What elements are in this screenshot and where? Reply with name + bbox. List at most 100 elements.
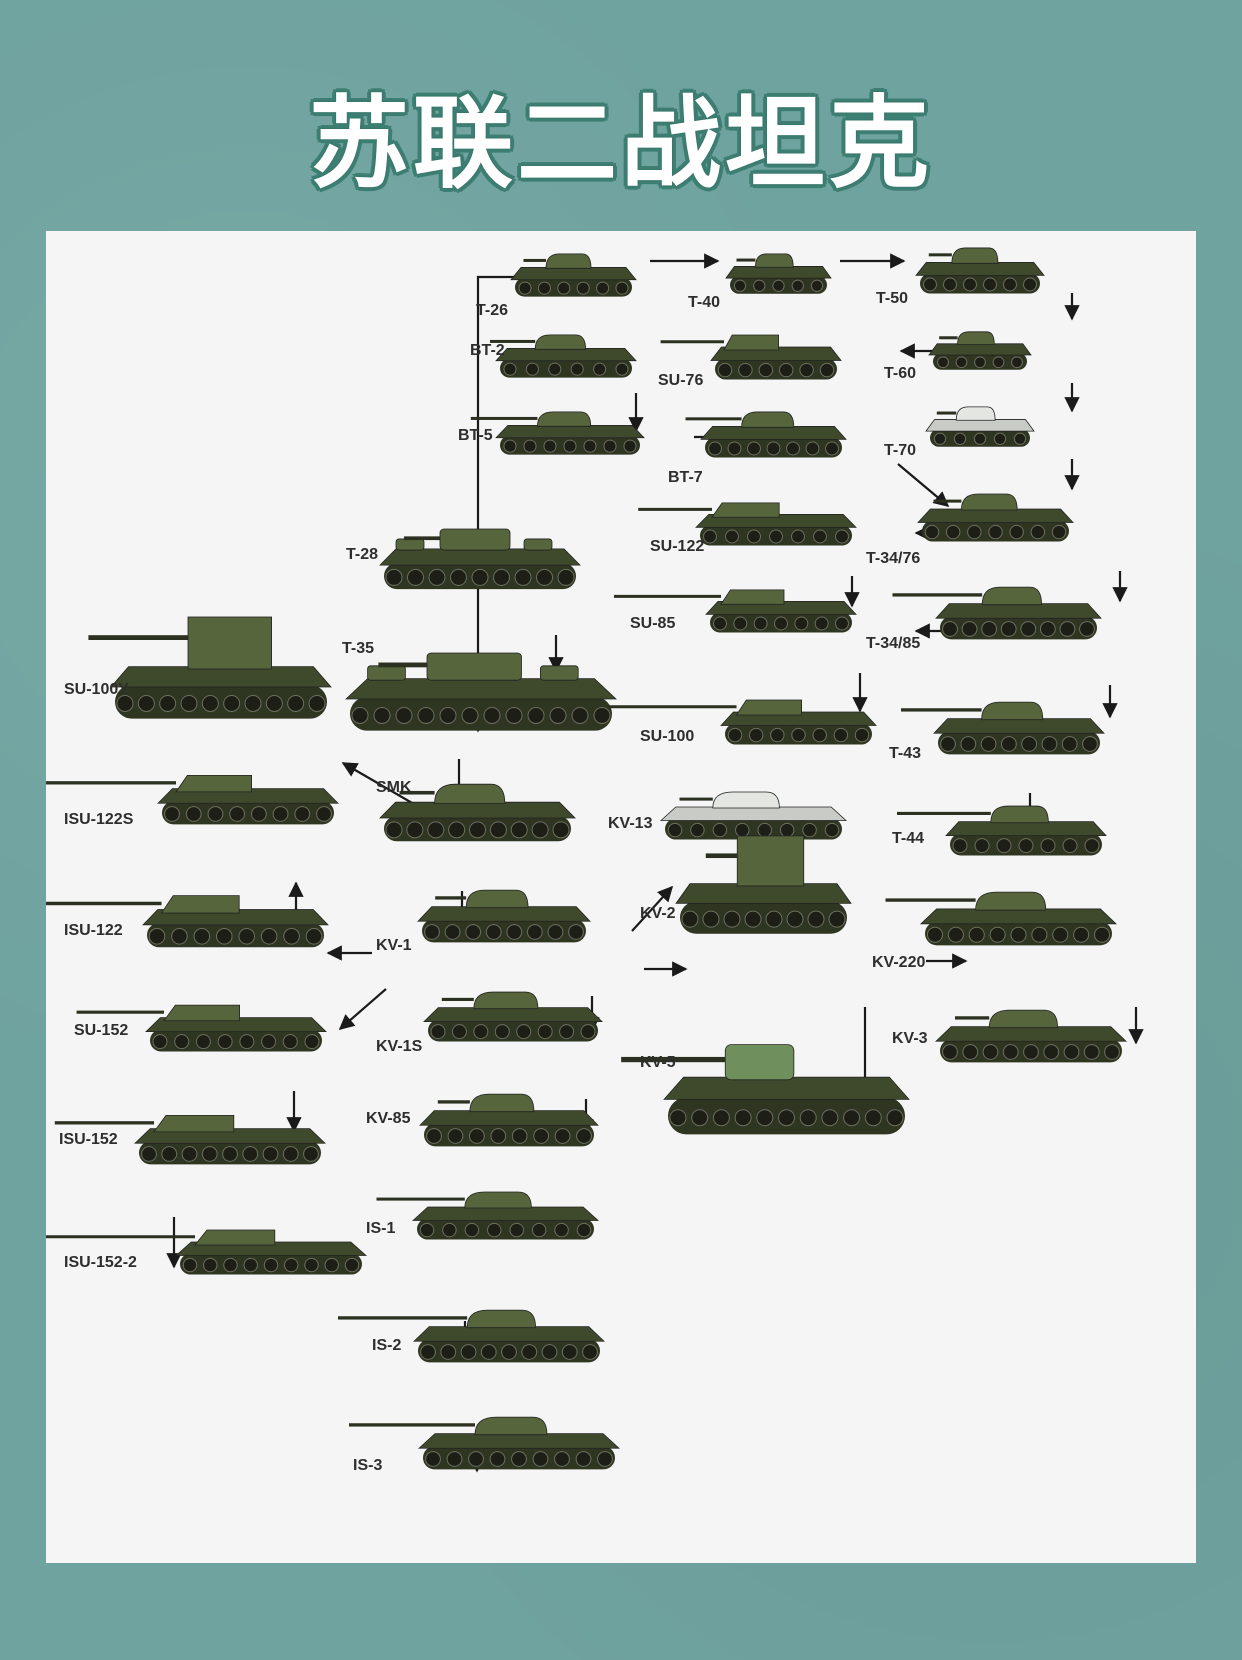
hull (946, 822, 1106, 836)
road-wheel (507, 925, 522, 940)
road-wheel (927, 927, 942, 942)
road-wheel (240, 1035, 254, 1049)
road-wheel (522, 1345, 537, 1360)
gun-barrel (614, 595, 721, 598)
gun-barrel (706, 853, 738, 858)
road-wheel (1064, 1045, 1079, 1060)
road-wheel (230, 807, 245, 822)
tank-su-100y: SU-100Y (64, 617, 331, 719)
tank-label: KV-220 (872, 954, 925, 971)
road-wheel (418, 707, 434, 723)
road-wheel (1004, 278, 1017, 291)
road-wheel (990, 927, 1005, 942)
road-wheel (443, 1223, 456, 1236)
road-wheel (728, 728, 741, 741)
road-wheel (855, 728, 868, 741)
gun-barrel (737, 259, 756, 262)
road-wheel (142, 1147, 157, 1162)
hull (419, 1434, 619, 1449)
road-wheel (713, 1110, 729, 1126)
tank-t-60: T-60 (884, 332, 1031, 382)
road-wheel (934, 433, 945, 444)
tank-kv-220: KV-220 (872, 892, 1116, 971)
tank-label: SU-85 (630, 615, 675, 632)
sub-turret (524, 539, 552, 550)
casemate (724, 335, 779, 350)
tank-isu-152-2: ISU-152-2 (46, 1230, 366, 1275)
turret (952, 248, 998, 263)
turret (958, 332, 995, 345)
hull (380, 802, 575, 818)
road-wheel (309, 695, 325, 711)
road-wheel (506, 707, 522, 723)
gun-barrel (349, 1423, 475, 1426)
road-wheel (421, 1345, 436, 1360)
road-wheel (527, 925, 542, 940)
road-wheel (713, 823, 726, 836)
gun-barrel (638, 508, 712, 511)
gun-barrel (46, 902, 162, 905)
road-wheel (223, 1147, 238, 1162)
gun-barrel (609, 705, 737, 708)
road-wheel (465, 1223, 478, 1236)
tank-label: T-26 (476, 302, 508, 319)
road-wheel (572, 707, 588, 723)
tank-label: T-28 (346, 546, 378, 563)
road-wheel (814, 530, 827, 543)
road-wheel (757, 1110, 773, 1126)
tank-label: SMK (376, 779, 412, 796)
tank-smk: SMK (376, 779, 575, 841)
casemate (721, 590, 784, 604)
road-wheel (447, 1452, 462, 1467)
box-turret (188, 617, 272, 669)
hull (934, 719, 1104, 734)
road-wheel (1012, 357, 1023, 368)
road-wheel (938, 357, 949, 368)
road-wheel (533, 1452, 548, 1467)
road-wheel (345, 1258, 358, 1271)
road-wheel (243, 1147, 258, 1162)
road-wheel (490, 1452, 505, 1467)
road-wheel (305, 1035, 319, 1049)
casemate (162, 896, 240, 913)
road-wheel (469, 1452, 484, 1467)
tank-t-44: T-44 (892, 806, 1106, 855)
tank-label: T-35 (342, 640, 374, 657)
road-wheel (1010, 525, 1023, 538)
road-wheel (803, 823, 816, 836)
road-wheel (1074, 927, 1089, 942)
road-wheel (984, 278, 997, 291)
road-wheel (974, 433, 985, 444)
casemate (737, 700, 802, 715)
road-wheel (1021, 622, 1036, 637)
road-wheel (1031, 525, 1044, 538)
road-wheel (484, 707, 500, 723)
road-wheel (1083, 737, 1098, 752)
road-wheel (1060, 622, 1075, 637)
road-wheel (766, 911, 782, 927)
tank-label: SU-76 (658, 372, 703, 389)
road-wheel (968, 525, 981, 538)
turret (535, 335, 585, 349)
tank-bt-2: BT-2 (470, 335, 636, 378)
road-wheel (486, 925, 501, 940)
road-wheel (440, 707, 456, 723)
road-wheel (262, 1035, 276, 1049)
road-wheel (815, 617, 828, 630)
road-wheel (583, 1345, 598, 1360)
road-wheel (1044, 1045, 1059, 1060)
road-wheel (481, 1345, 496, 1360)
turret (537, 412, 590, 426)
road-wheel (317, 807, 332, 822)
road-wheel (224, 1258, 237, 1271)
turret (465, 1192, 532, 1208)
gun-barrel (929, 253, 952, 256)
gun-barrel (442, 998, 474, 1001)
tank-is-1: IS-1 (366, 1192, 598, 1240)
road-wheel (512, 1129, 527, 1144)
tank-kv-2: KV-2 (640, 836, 851, 934)
road-wheel (1022, 737, 1037, 752)
gun-barrel (55, 1121, 154, 1124)
road-wheel (754, 280, 765, 291)
